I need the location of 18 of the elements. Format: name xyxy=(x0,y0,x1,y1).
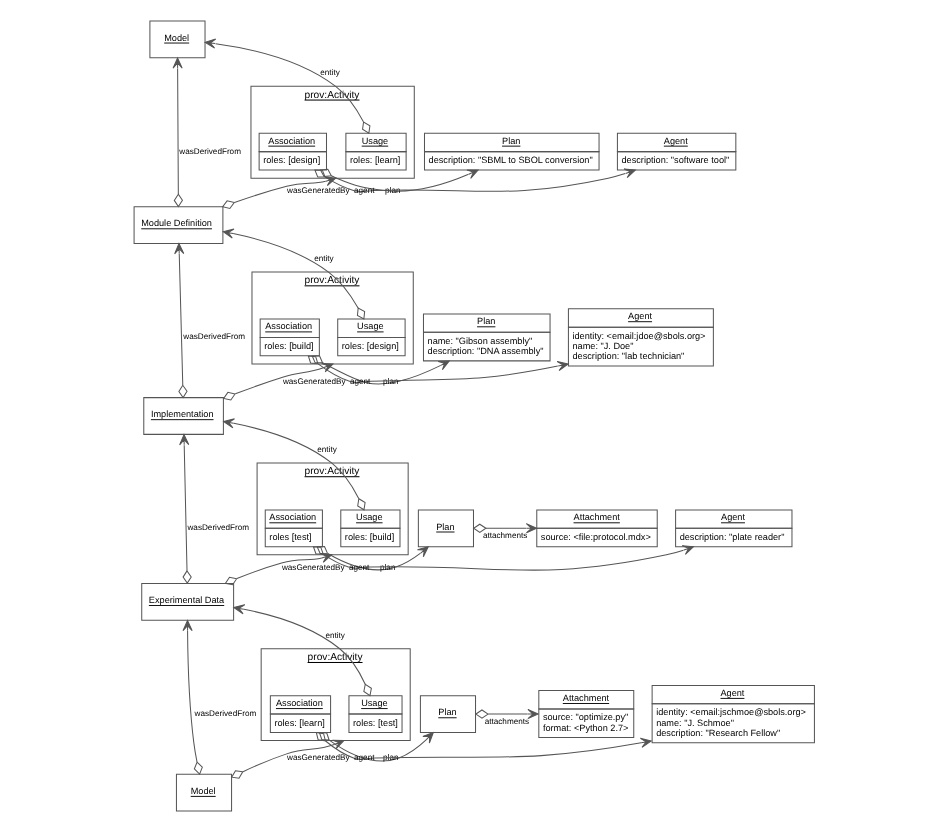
arrow xyxy=(307,355,569,384)
arrow xyxy=(230,739,345,779)
arrow xyxy=(204,38,371,134)
arrow xyxy=(472,523,538,534)
arrow xyxy=(233,604,372,697)
arrow xyxy=(474,708,539,720)
arrow xyxy=(319,168,479,192)
arrow xyxy=(182,620,203,775)
arrow xyxy=(179,434,192,585)
arrow xyxy=(174,243,188,399)
arrow xyxy=(315,731,652,760)
arrow xyxy=(314,168,636,193)
arrow xyxy=(318,731,434,762)
arrow xyxy=(172,57,184,208)
arrow xyxy=(311,355,450,385)
arrow xyxy=(223,418,366,511)
arrow xyxy=(222,228,366,320)
arrow xyxy=(312,545,694,571)
